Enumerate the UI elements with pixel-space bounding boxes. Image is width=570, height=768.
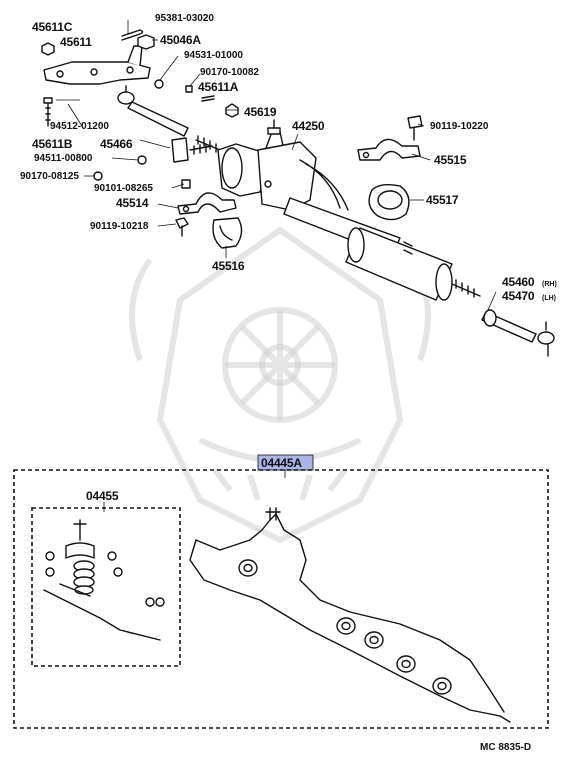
label-90170-10082: 90170-10082 [200, 67, 259, 78]
label-45619: 45619 [244, 105, 277, 119]
label-94511-00800: 94511-00800 [34, 153, 93, 164]
kit-label-highlight [257, 454, 314, 471]
kit-outer-box [13, 469, 549, 729]
leader-lines [56, 20, 497, 311]
clamp-45466 [171, 137, 213, 163]
repair-kit-section: 04445A 04455 [13, 454, 549, 729]
rack-housing-44250 [195, 119, 481, 301]
label-45460-side: (RH) [542, 281, 557, 288]
tie-rod-end-left [117, 85, 189, 137]
bolt-45611b [43, 97, 53, 127]
label-44250: 44250 [292, 119, 325, 133]
small-parts-45611a [185, 85, 215, 102]
label-94512-01200: 94512-01200 [50, 121, 109, 132]
label-90101-08265: 90101-08265 [94, 183, 153, 194]
drawing-code: MC 8835-D [480, 742, 531, 753]
label-45611: 45611 [60, 35, 92, 49]
nuts-94511 [93, 155, 147, 181]
grommet-45516 [212, 217, 243, 249]
label-45517: 45517 [426, 193, 459, 207]
kit-rack-housing [189, 507, 511, 723]
bolt-90101 [181, 179, 191, 189]
bolt-90119-10220 [407, 115, 423, 141]
bolt-90119-10218 [175, 217, 189, 237]
label-45460: 45460 [502, 275, 535, 289]
label-45466: 45466 [100, 137, 133, 151]
label-45611a: 45611A [198, 80, 239, 94]
nut-45611c [41, 42, 55, 56]
nut-94531 [154, 79, 164, 89]
tie-rod-end-right [481, 309, 555, 357]
grommet-45517 [368, 183, 410, 221]
cotter-pin-95381 [121, 29, 144, 41]
label-45470-side: (LH) [542, 295, 556, 302]
kit-inner-box [31, 507, 181, 667]
nut-45619 [225, 103, 239, 118]
seal-kit-parts [43, 519, 165, 641]
bracket-45611 [43, 45, 151, 85]
bracket-45515 [357, 138, 421, 161]
label-45046a: 45046A [160, 33, 201, 47]
label-45514: 45514 [116, 196, 149, 210]
upper-exploded-view: 45611C 45611 95381-03020 45046A 94531-01… [20, 13, 557, 357]
label-04445a: 04445A [261, 456, 302, 470]
label-45611c: 45611C [32, 20, 73, 34]
label-90170-08125: 90170-08125 [20, 171, 79, 182]
label-45516: 45516 [212, 259, 245, 273]
nut-45046a [137, 34, 155, 50]
label-45515: 45515 [434, 153, 467, 167]
label-90119-10218: 90119-10218 [90, 221, 149, 232]
bracket-45514 [177, 192, 237, 215]
label-04455: 04455 [86, 489, 119, 503]
label-95381-03020: 95381-03020 [155, 13, 214, 24]
label-45611b: 45611B [32, 137, 73, 151]
label-90119-10220: 90119-10220 [430, 121, 489, 132]
label-94531-01000: 94531-01000 [184, 50, 243, 61]
label-45470: 45470 [502, 289, 535, 303]
